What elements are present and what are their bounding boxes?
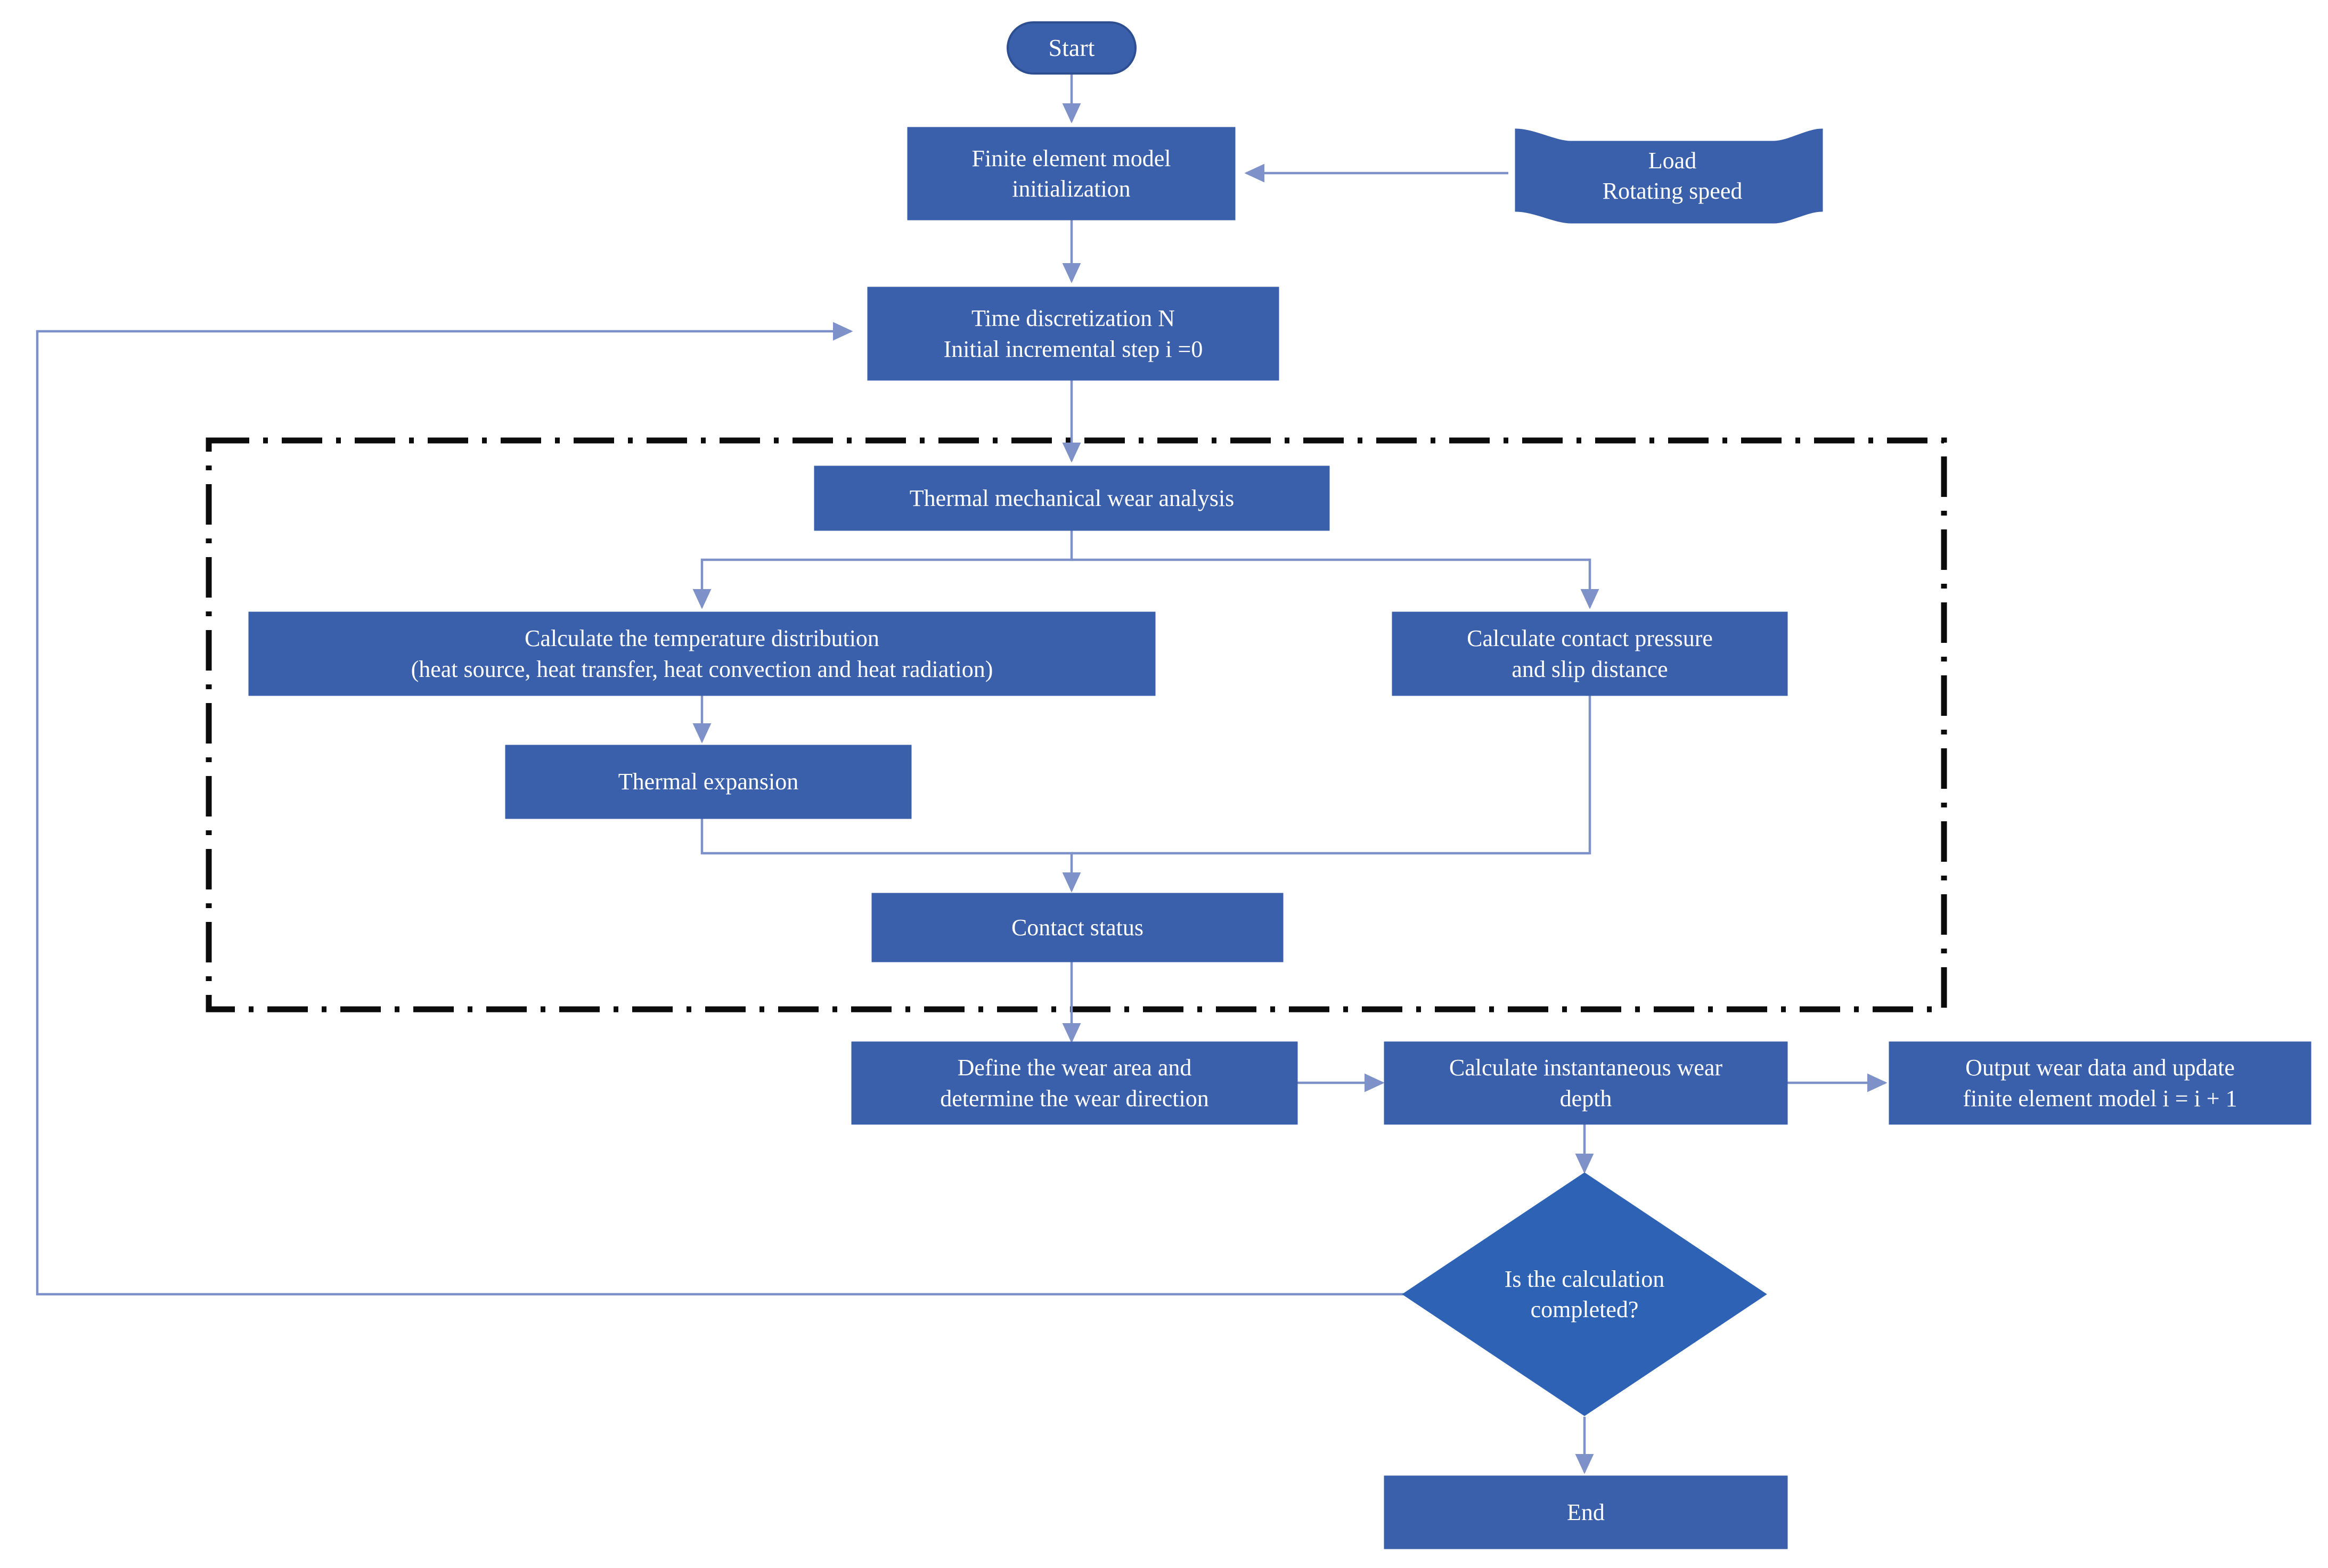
node-wear-area-shape[interactable] bbox=[851, 1041, 1298, 1125]
node-tmw-shape[interactable] bbox=[814, 466, 1330, 531]
edge-thermal-expansion-to-contact-status bbox=[700, 818, 1081, 893]
analysis-loop-group-border bbox=[206, 437, 1947, 1012]
edge-decision-feedback-to-time-disc bbox=[36, 322, 1405, 1296]
node-temp-dist-shape[interactable] bbox=[248, 611, 1156, 696]
node-contact-pressure-shape[interactable] bbox=[1392, 611, 1788, 696]
node-fem-init-shape[interactable] bbox=[907, 127, 1236, 220]
node-contact-status-shape[interactable] bbox=[871, 893, 1284, 962]
node-time-disc-shape[interactable] bbox=[867, 287, 1279, 381]
edge-tmw-to-temp-dist bbox=[692, 530, 1073, 609]
edge-tmw-to-contact-pressure bbox=[1072, 558, 1599, 609]
node-decision-shape[interactable] bbox=[1402, 1172, 1767, 1416]
node-thermal-expansion-shape[interactable] bbox=[505, 745, 912, 819]
node-inputs-shape[interactable] bbox=[1515, 128, 1823, 224]
node-output-shape[interactable] bbox=[1889, 1041, 2311, 1125]
node-end-shape[interactable] bbox=[1384, 1475, 1788, 1549]
node-start-shape[interactable] bbox=[1007, 21, 1137, 75]
node-wear-depth-shape[interactable] bbox=[1384, 1041, 1788, 1125]
edge-contact-pressure-to-contact-status bbox=[1072, 695, 1591, 855]
